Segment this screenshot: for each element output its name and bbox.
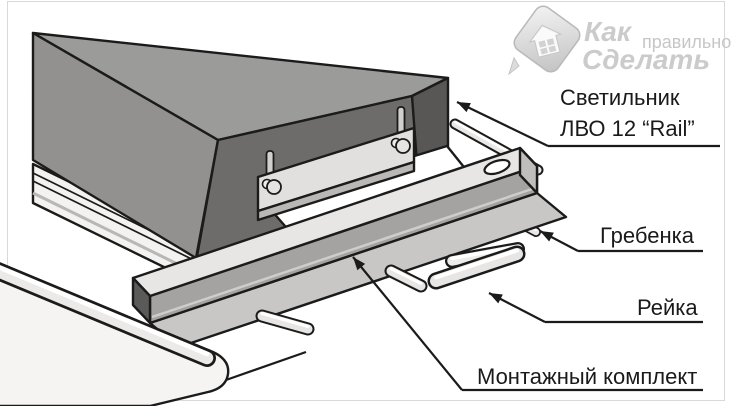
label-mounting-kit: Монтажный комплект [477, 364, 697, 389]
bracket-screw [261, 178, 282, 195]
watermark-word-sdelat: Сделать [582, 44, 710, 75]
comb-web-highlight [151, 186, 536, 319]
watermark-word-pravilno: правильно [642, 32, 731, 52]
rail-curl-seam [32, 180, 215, 271]
house-logo-icon [508, 5, 581, 76]
rail-curl-tab [255, 309, 315, 336]
label-rail: Рейка [637, 295, 698, 320]
callout-leaders [352, 101, 720, 392]
watermark-logo: Как правильно Сделать [508, 5, 731, 76]
rail-cut-edge [225, 350, 307, 382]
comb-mounting-hole [483, 158, 511, 176]
rail-slats-near [0, 242, 526, 406]
leader-comb [539, 230, 579, 252]
rail-end-curl [427, 245, 526, 290]
callout-labels: Светильник ЛВО 12 “Rail” Гребенка Рейка … [477, 85, 698, 389]
bracket-screw [390, 137, 411, 154]
leader-mounting-kit [352, 256, 463, 391]
label-luminaire-line2: ЛВО 12 “Rail” [560, 116, 695, 141]
comb-open-end [131, 276, 152, 325]
leader-luminaire [456, 101, 549, 147]
rail-curl-tab [384, 264, 428, 293]
label-comb: Гребенка [600, 223, 695, 248]
watermark-word-kak: Как [584, 16, 633, 47]
leader-rail [488, 292, 546, 323]
image-frame [7, 1, 725, 401]
comb-right-end [518, 146, 539, 195]
mounting-bracket-fold [256, 160, 416, 222]
label-luminaire-line1: Светильник [560, 85, 680, 110]
